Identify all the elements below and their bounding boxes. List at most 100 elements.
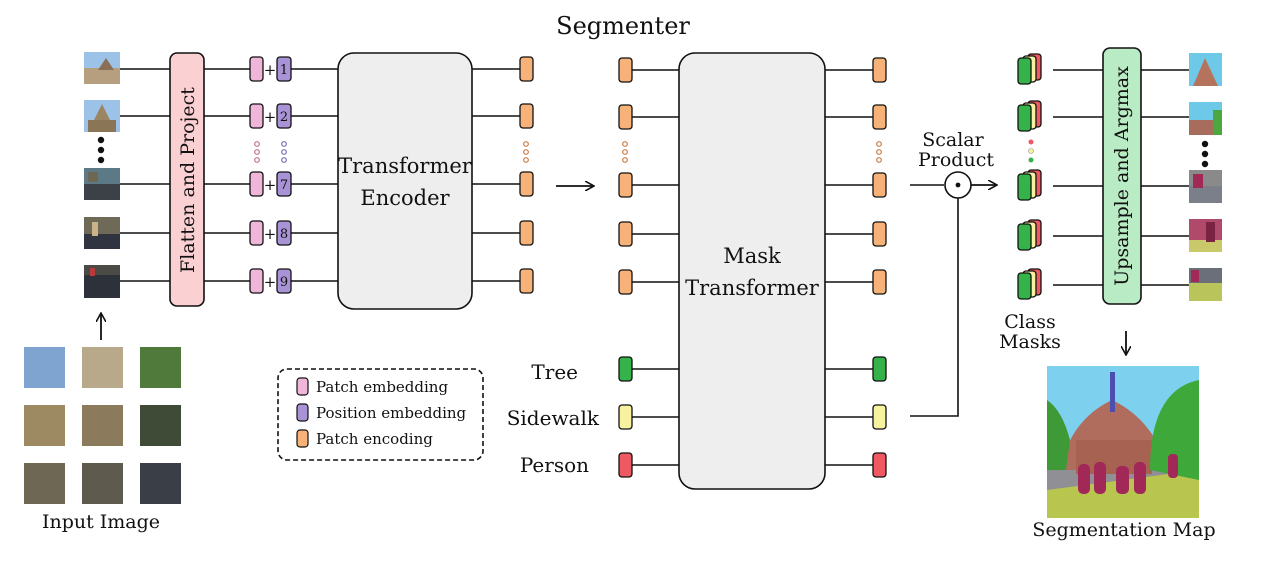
embedding-row: + 7 bbox=[249, 171, 292, 197]
upsample-argmax-label: Upsample and Argmax bbox=[1111, 66, 1133, 286]
plus-sign: + bbox=[264, 225, 277, 243]
flatten-project-block bbox=[169, 52, 205, 307]
input-image-grid bbox=[24, 347, 181, 504]
input-image-patch bbox=[82, 463, 123, 504]
legend-box bbox=[277, 368, 484, 461]
plus-sign: + bbox=[264, 108, 277, 126]
input-image-patch bbox=[140, 405, 181, 446]
transformer-encoder-label-line2: Encoder bbox=[360, 186, 450, 210]
mask-transformer-label-line1: Mask bbox=[723, 244, 781, 268]
decoder-input-lines bbox=[632, 69, 679, 466]
position-id: 9 bbox=[280, 275, 288, 290]
ellipsis-dot bbox=[97, 136, 105, 144]
embedding-rows: + 1 + 2 + 7 + 8 bbox=[249, 56, 292, 294]
class-mask-stack bbox=[1017, 53, 1042, 85]
patch-encoding-token bbox=[519, 56, 534, 82]
output-patch-column bbox=[1189, 53, 1222, 301]
patch-encoding-token bbox=[618, 172, 633, 198]
decoder-output-tokens bbox=[872, 57, 887, 295]
encoder-output-lines bbox=[472, 68, 520, 282]
patch-encoding-token bbox=[872, 221, 887, 247]
output-patch-2 bbox=[1189, 102, 1222, 135]
class-mask-layer bbox=[1017, 223, 1032, 251]
class-mask-layer bbox=[1017, 173, 1032, 201]
embedding-row: + 1 bbox=[249, 56, 292, 82]
class-tokens-input: Tree Sidewalk Person bbox=[507, 356, 633, 478]
transformer-encoder-label-line1: Transformer bbox=[338, 154, 473, 178]
input-image-patch bbox=[24, 463, 65, 504]
mask-transformer-block bbox=[678, 52, 826, 490]
class-mask-stack bbox=[1017, 268, 1042, 300]
class-mask-stack bbox=[1017, 169, 1042, 201]
input-image-patch bbox=[24, 405, 65, 446]
mask-ellipsis bbox=[1028, 139, 1034, 163]
segmentation-map bbox=[1047, 366, 1199, 518]
embedding-to-encoder-lines bbox=[291, 68, 338, 282]
position-id: 7 bbox=[280, 178, 288, 193]
class-label-person: Person bbox=[520, 453, 589, 477]
legend-label: Position embedding bbox=[316, 404, 467, 422]
patch-thumb-1 bbox=[84, 52, 120, 84]
upsample-argmax-block bbox=[1102, 47, 1142, 305]
legend-swatch bbox=[296, 377, 309, 396]
decoder-input-tokens bbox=[618, 57, 633, 295]
decoder-output-lines bbox=[825, 69, 873, 466]
class-token-person bbox=[618, 452, 633, 478]
ellipsis-dot bbox=[1201, 140, 1209, 148]
patch-thumb-8 bbox=[84, 217, 120, 249]
segmentation-map-label: Segmentation Map bbox=[1032, 519, 1215, 541]
class-token-tree bbox=[618, 356, 633, 382]
patch-embedding-token bbox=[249, 220, 264, 246]
mask-transformer-label-line2: Transformer bbox=[685, 276, 820, 300]
legend-swatch bbox=[296, 429, 309, 448]
patch-encoding-token bbox=[872, 172, 887, 198]
patch-thumb-7 bbox=[84, 168, 120, 200]
output-patch-1 bbox=[1189, 53, 1222, 86]
class-mask-stack bbox=[1017, 219, 1042, 251]
transformer-encoder-block bbox=[337, 52, 473, 310]
ellipsis-dot bbox=[97, 156, 105, 164]
patch-encoding-token bbox=[519, 220, 534, 246]
patch-embedding-token bbox=[249, 56, 264, 82]
ellipsis-dot bbox=[1201, 150, 1209, 158]
input-image-patch bbox=[82, 405, 123, 446]
embedding-ellipsis bbox=[254, 141, 287, 163]
encoding-ellipsis bbox=[523, 141, 529, 163]
patch-encoding-token bbox=[519, 103, 534, 129]
ellipsis-dot bbox=[1201, 160, 1209, 168]
scalar-product-label-line2: Product bbox=[918, 149, 994, 171]
scalar-product-label-line1: Scalar bbox=[922, 129, 984, 151]
embedding-row: + 9 bbox=[249, 268, 292, 294]
class-output-token-sidewalk bbox=[872, 404, 887, 430]
class-mask-layer bbox=[1017, 57, 1032, 85]
class-output-token-person bbox=[872, 452, 887, 478]
output-patch-9 bbox=[1189, 268, 1222, 301]
patch-thumb-9 bbox=[84, 265, 120, 298]
patch-to-flatten-lines bbox=[120, 68, 170, 282]
patch-encoding-token bbox=[519, 268, 534, 294]
patch-thumb-2 bbox=[84, 100, 120, 132]
patch-encoding-token bbox=[872, 104, 887, 130]
class-tokens-output bbox=[872, 356, 887, 478]
class-mask-stack bbox=[1017, 100, 1042, 132]
class-masks-label-line2: Masks bbox=[999, 331, 1061, 353]
position-id: 1 bbox=[280, 63, 288, 78]
class-token-sidewalk bbox=[618, 404, 633, 430]
patch-encoding-token bbox=[618, 57, 633, 83]
embedding-row: + 8 bbox=[249, 220, 292, 246]
flatten-to-embedding-lines bbox=[204, 68, 250, 282]
input-image-patch bbox=[140, 347, 181, 388]
dot-operator bbox=[955, 182, 961, 188]
plus-sign: + bbox=[264, 176, 277, 194]
input-image-patch bbox=[24, 347, 65, 388]
decoder-input-ellipsis bbox=[622, 141, 628, 163]
patch-embedding-token bbox=[249, 103, 264, 129]
class-output-token-tree bbox=[872, 356, 887, 382]
embedding-row: + 2 bbox=[249, 103, 292, 129]
decoder-output-ellipsis bbox=[876, 141, 882, 163]
title: Segmenter bbox=[556, 12, 690, 40]
patch-embedding-token bbox=[249, 171, 264, 197]
input-patch-column bbox=[84, 52, 120, 298]
